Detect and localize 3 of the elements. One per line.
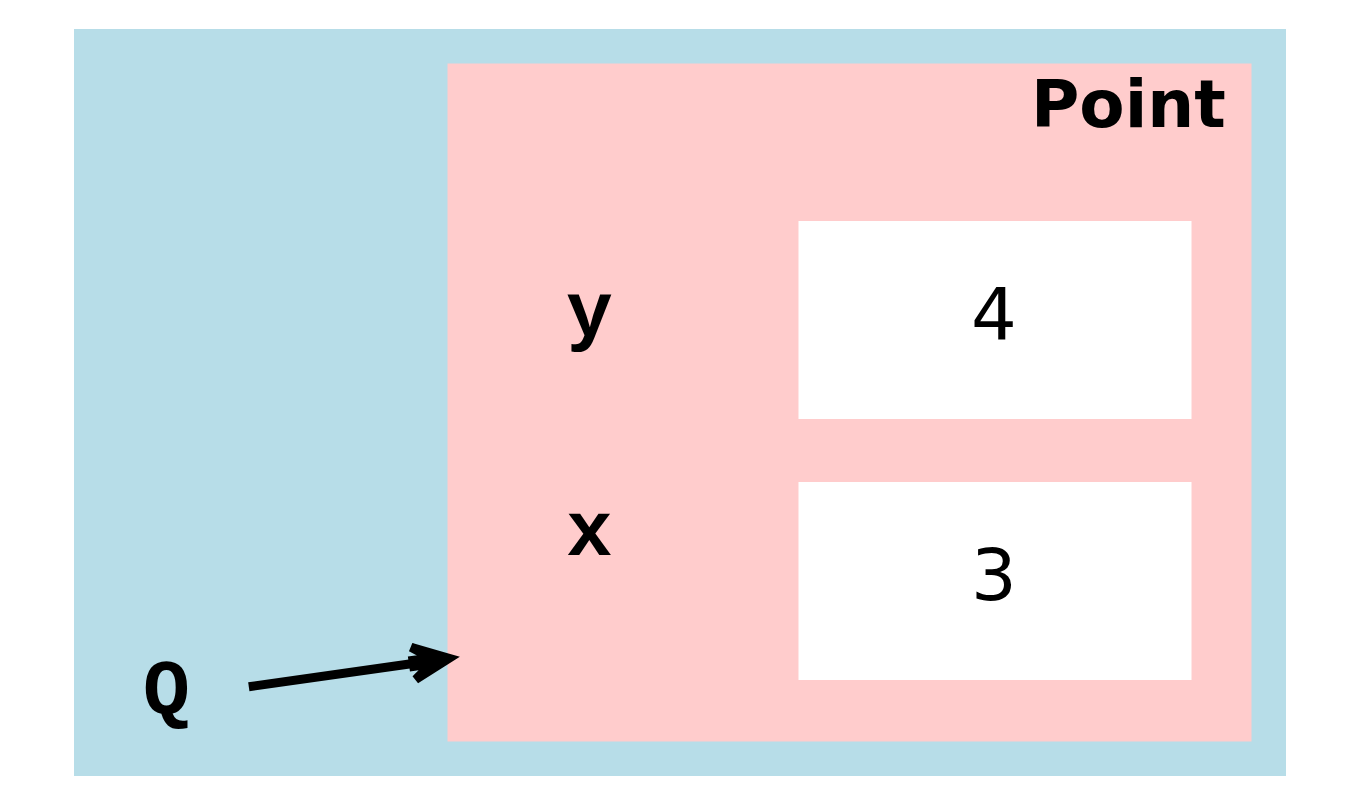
node-text: Q <box>142 648 190 737</box>
node-label: y <box>565 270 613 359</box>
node-label: x <box>565 489 613 578</box>
